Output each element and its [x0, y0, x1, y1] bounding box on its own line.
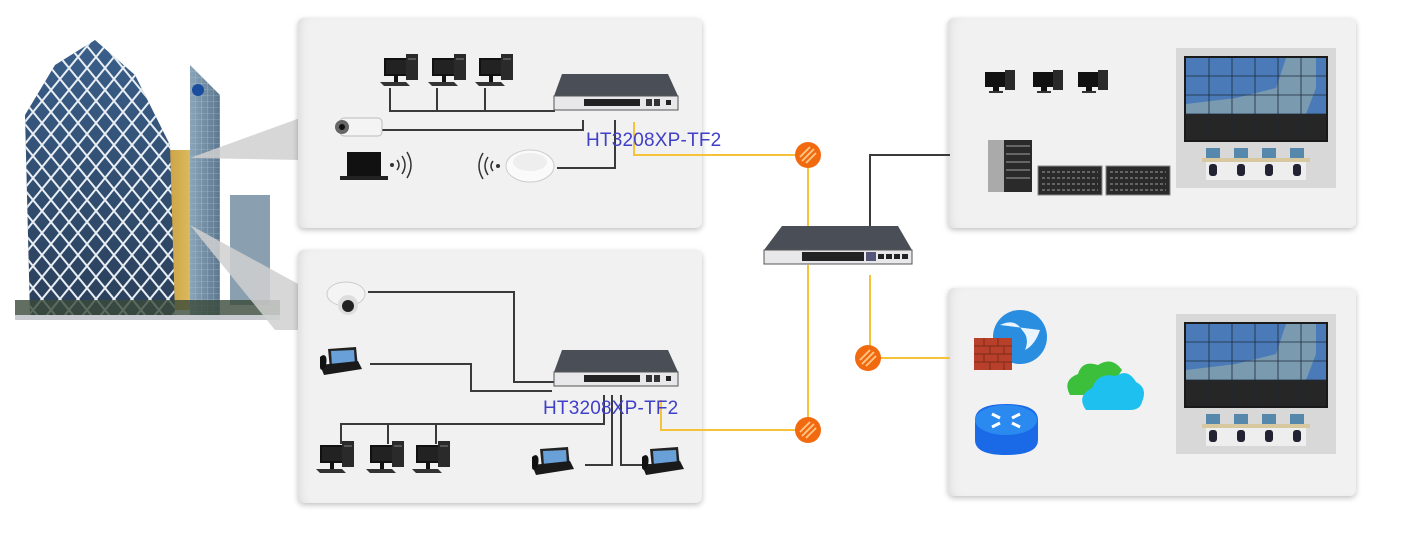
rack-storage-icon — [1037, 165, 1103, 196]
switch-model-label-top: HT3208XP-TF2 — [586, 130, 722, 151]
desktop-pc-icon — [366, 441, 404, 473]
link-dome-camera — [368, 291, 557, 383]
ip-phone-icon — [642, 447, 684, 475]
fiber-bottom-access — [660, 400, 808, 431]
link-phone-3 — [620, 395, 652, 466]
desktop-pc-icon — [316, 441, 354, 473]
desktop-pc-icon — [1078, 70, 1108, 93]
link-pc-group — [340, 395, 605, 444]
office-building-image — [15, 35, 280, 320]
desktop-pc-icon — [985, 70, 1015, 93]
link-phone-2 — [585, 395, 613, 466]
desktop-pc-icon — [1033, 70, 1063, 93]
link-bullet-camera — [382, 120, 584, 131]
access-switch-icon — [553, 73, 679, 111]
desktop-pc-icon — [380, 54, 418, 86]
video-wall-icon — [1175, 47, 1337, 189]
desktop-pc-icon — [475, 54, 513, 86]
globe-firewall-icon — [974, 310, 1047, 370]
link-pc1 — [389, 88, 555, 112]
link-access-point — [557, 120, 616, 169]
desktop-pc-icon — [412, 441, 450, 473]
fiber-node-icon — [795, 417, 821, 443]
video-wall-icon — [1175, 313, 1337, 455]
link-core-server — [869, 154, 950, 228]
core-switch-icon — [763, 226, 913, 265]
access-switch-icon — [553, 349, 679, 387]
ip-phone-icon — [320, 347, 362, 375]
fiber-node-icon — [795, 142, 821, 168]
switch-model-label-bottom: HT3208XP-TF2 — [543, 398, 679, 419]
ip-phone-icon — [532, 447, 574, 475]
desktop-pc-icon — [428, 54, 466, 86]
dome-camera-icon — [326, 281, 366, 315]
tower-server-icon — [988, 140, 1032, 192]
fiber-node-icon — [855, 345, 881, 371]
wireless-access-point-icon — [478, 149, 555, 183]
router-icon — [975, 404, 1038, 455]
rack-storage-icon — [1105, 165, 1171, 196]
bullet-camera-icon — [335, 117, 383, 137]
cloud-icon — [1067, 361, 1144, 410]
wireless-laptop-icon — [340, 151, 412, 180]
fiber-top-access — [633, 122, 808, 156]
link-phone-1 — [370, 363, 552, 392]
